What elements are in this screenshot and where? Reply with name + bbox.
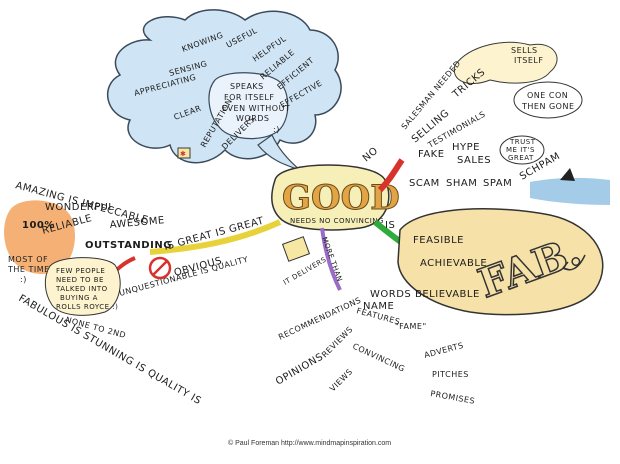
- left-branch-line: [149, 219, 282, 255]
- convincing: CONVINCING: [351, 342, 406, 374]
- is-item-believable: BELIEVABLE: [415, 289, 480, 300]
- pitches: PITCHES: [432, 370, 469, 379]
- package-star: ✱: [180, 150, 186, 158]
- speaks-line-3: EVEN WITHOUT: [222, 104, 290, 113]
- trust-1: TRUST: [509, 138, 536, 146]
- trust-2: ME IT'S: [506, 146, 535, 154]
- no-symbol-slash: [152, 260, 168, 276]
- no-branch-line: [377, 158, 405, 193]
- sea-waves: [530, 177, 610, 205]
- center-bubble: [271, 164, 390, 231]
- most-of-time-3: :): [20, 275, 27, 284]
- one-con-2: THEN GONE: [521, 102, 575, 111]
- sales: SALES: [457, 155, 491, 166]
- views: VIEWS: [328, 367, 354, 393]
- wonderful: WONDERFUL: [45, 202, 114, 213]
- spam: SPAM: [483, 178, 512, 189]
- fake: FAKE: [418, 149, 445, 160]
- few-people-2: NEED TO BE: [56, 276, 104, 284]
- speaks-bubble: [208, 72, 289, 140]
- no-cloud-top: [453, 41, 558, 84]
- package-icon: [177, 147, 191, 159]
- few-people-1: FEW PEOPLE: [56, 267, 105, 275]
- most-of-time-2: THE TIME: [7, 265, 50, 274]
- one-con-1: ONE CON: [527, 91, 568, 100]
- trust-bubble: [499, 135, 545, 165]
- name: NAME: [363, 301, 394, 312]
- awesome: AWESOME: [109, 215, 165, 231]
- few-people-3: TALKED INTO: [55, 285, 108, 293]
- fab-bubble: [397, 208, 604, 316]
- trust-3: GREAT: [508, 154, 534, 162]
- center-title: GOOD: [282, 178, 400, 218]
- more-than-line: [320, 227, 342, 291]
- it-delivers-box: [281, 236, 311, 262]
- center-subtitle: NEEDS NO CONVINCING: [290, 217, 384, 225]
- no-label: NO: [361, 145, 381, 164]
- words: WORDS: [370, 289, 411, 300]
- opinions: OPINIONS: [274, 352, 325, 388]
- one-con-bubble: [513, 81, 583, 119]
- speaks-smile: :): [273, 125, 280, 134]
- sells-itself-1: SELLS: [511, 46, 538, 55]
- reviews: REVIEWS: [320, 325, 355, 360]
- sham: SHAM: [446, 178, 477, 189]
- is-label: IS: [385, 220, 395, 231]
- no-symbol-icon: [148, 256, 172, 280]
- is-item-feasible: FEASIBLE: [413, 235, 464, 246]
- speaks-line-1: SPEAKS: [230, 82, 264, 91]
- few-people-bubble: [44, 257, 121, 316]
- hundred-percent: 100%: [22, 220, 55, 231]
- fame: "FAME": [395, 322, 427, 331]
- hype: HYPE: [452, 142, 480, 153]
- few-people-4: BUYING A: [60, 294, 98, 302]
- few-people-5: ROLLS ROYCE :): [56, 303, 118, 311]
- fab-arrow-icon: [562, 254, 586, 271]
- outstanding: OUTSTANDING: [85, 240, 172, 251]
- adverts: ADVERTS: [423, 341, 464, 360]
- shark-fin-icon: [560, 168, 575, 181]
- promises: PROMISES: [430, 389, 476, 406]
- most-of-time-1: MOST OF: [8, 255, 48, 264]
- sells-itself-2: ITSELF: [514, 56, 543, 65]
- is-item-achievable: ACHIEVABLE: [420, 258, 487, 269]
- unquestionable: UNQUESTIONABLE IS QUALITY: [118, 255, 249, 298]
- orange-blob: [4, 200, 75, 274]
- speaks-line-2: FOR ITSELF: [224, 93, 274, 102]
- speaks-line-4: WORDS: [236, 114, 270, 123]
- scam: SCAM: [409, 178, 440, 189]
- footer-credit: © Paul Foreman http://www.mindmapinspira…: [228, 439, 391, 447]
